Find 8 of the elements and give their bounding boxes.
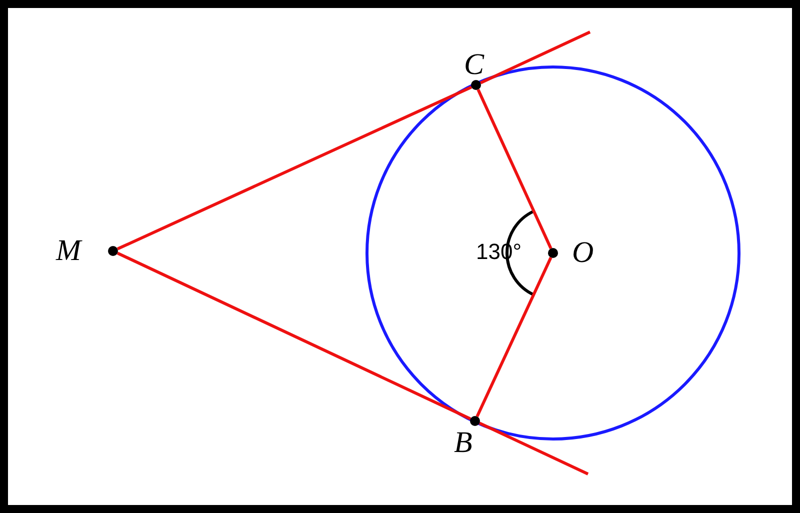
point-label: B — [454, 428, 472, 458]
radius-line — [476, 256, 552, 418]
point-label: C — [464, 50, 484, 80]
tangent-line — [116, 86, 472, 250]
tangent-line — [116, 252, 472, 420]
point-label: O — [572, 238, 594, 268]
point-label: M — [56, 236, 81, 266]
radius-line — [476, 88, 552, 250]
